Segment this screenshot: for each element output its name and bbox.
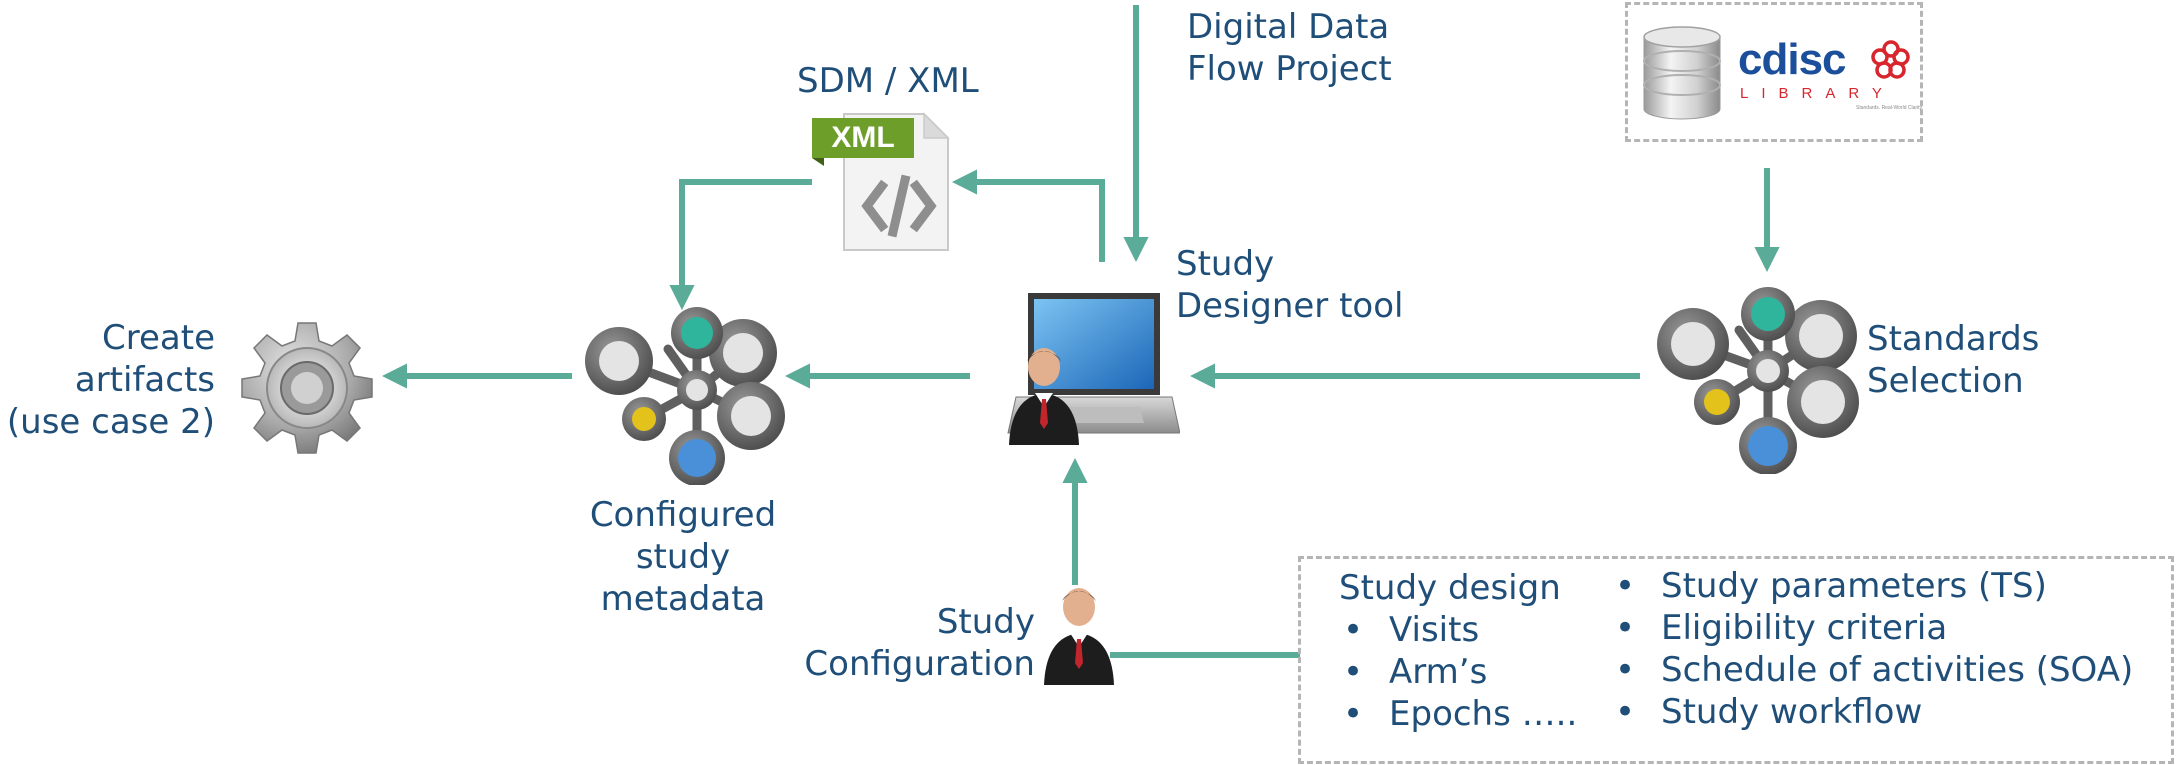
list-item: Study workflow [1611, 691, 2133, 733]
list-item: Eligibility criteria [1611, 607, 2133, 649]
configured-metadata-line3: metadata [600, 579, 766, 619]
list-item: Schedule of activities (SOA) [1611, 649, 2133, 691]
list-item: Visits [1339, 609, 1577, 651]
cdisc-library-box: cdisc LIBRARY Standards. Real-World Clar… [1625, 2, 1923, 142]
digital-data-flow-line2: Flow Project [1187, 49, 1392, 89]
standards-selection-label: Standards Selection [1867, 318, 2039, 402]
arrow-designer-to-xml [951, 169, 1105, 262]
study-design-box: Study design Visits Arm’s Epochs ….. Stu… [1298, 556, 2174, 764]
businessman-icon-configuration [1044, 588, 1114, 685]
study-designer-line1: Study [1176, 244, 1275, 284]
standards-selection-line1: Standards [1867, 319, 2040, 359]
list-item: Epochs ….. [1339, 693, 1577, 735]
study-configuration-line2: Configuration [804, 644, 1035, 684]
configured-metadata-line1: Configured [589, 495, 777, 535]
cdisc-library-text: LIBRARY [1740, 85, 1895, 102]
network-node-icon-standards [1657, 287, 1859, 474]
study-design-right-list: Study parameters (TS) Eligibility criter… [1611, 565, 2133, 733]
create-artifacts-line3: (use case 2) [6, 402, 215, 442]
cdisc-flower-icon [1871, 40, 1910, 79]
study-design-right-column: Study parameters (TS) Eligibility criter… [1611, 565, 2133, 733]
configured-metadata-label: Configured study metadata [563, 494, 803, 620]
cdisc-wordmark: cdisc [1738, 35, 1847, 84]
configured-metadata-line2: study [635, 537, 731, 577]
businessman-icon-designer [1009, 348, 1079, 445]
study-design-left-column: Study design Visits Arm’s Epochs ….. [1339, 567, 1577, 735]
study-configuration-label: Study Configuration [780, 601, 1035, 685]
digital-data-flow-label: Digital Data Flow Project [1187, 6, 1392, 90]
standards-selection-line2: Selection [1867, 361, 2024, 401]
study-configuration-line1: Study [936, 602, 1035, 642]
network-node-icon-configured [585, 307, 785, 485]
list-item: Study parameters (TS) [1611, 565, 2133, 607]
study-design-heading: Study design [1339, 568, 1561, 608]
study-designer-line2: Designer tool [1176, 286, 1404, 326]
arrow-xml-to-metadata [669, 179, 812, 311]
gear-icon [241, 322, 373, 454]
xml-file-icon: XML [812, 108, 952, 252]
database-icon [1643, 26, 1721, 120]
study-designer-label: Study Designer tool [1176, 243, 1403, 327]
sdm-xml-label: SDM / XML [797, 61, 979, 101]
xml-badge-text: XML [831, 121, 895, 154]
cdisc-logo-icon: cdisc LIBRARY Standards. Real-World Clar… [1738, 35, 1923, 115]
digital-data-flow-line1: Digital Data [1187, 7, 1390, 47]
create-artifacts-line2: artifacts [74, 360, 215, 400]
cdisc-tagline: Standards. Real-World Clarity. [1856, 105, 1924, 111]
study-design-left-list: Visits Arm’s Epochs ….. [1339, 609, 1577, 735]
list-item: Arm’s [1339, 651, 1577, 693]
create-artifacts-line1: Create [102, 318, 215, 358]
create-artifacts-label: Create artifacts (use case 2) [0, 317, 215, 443]
